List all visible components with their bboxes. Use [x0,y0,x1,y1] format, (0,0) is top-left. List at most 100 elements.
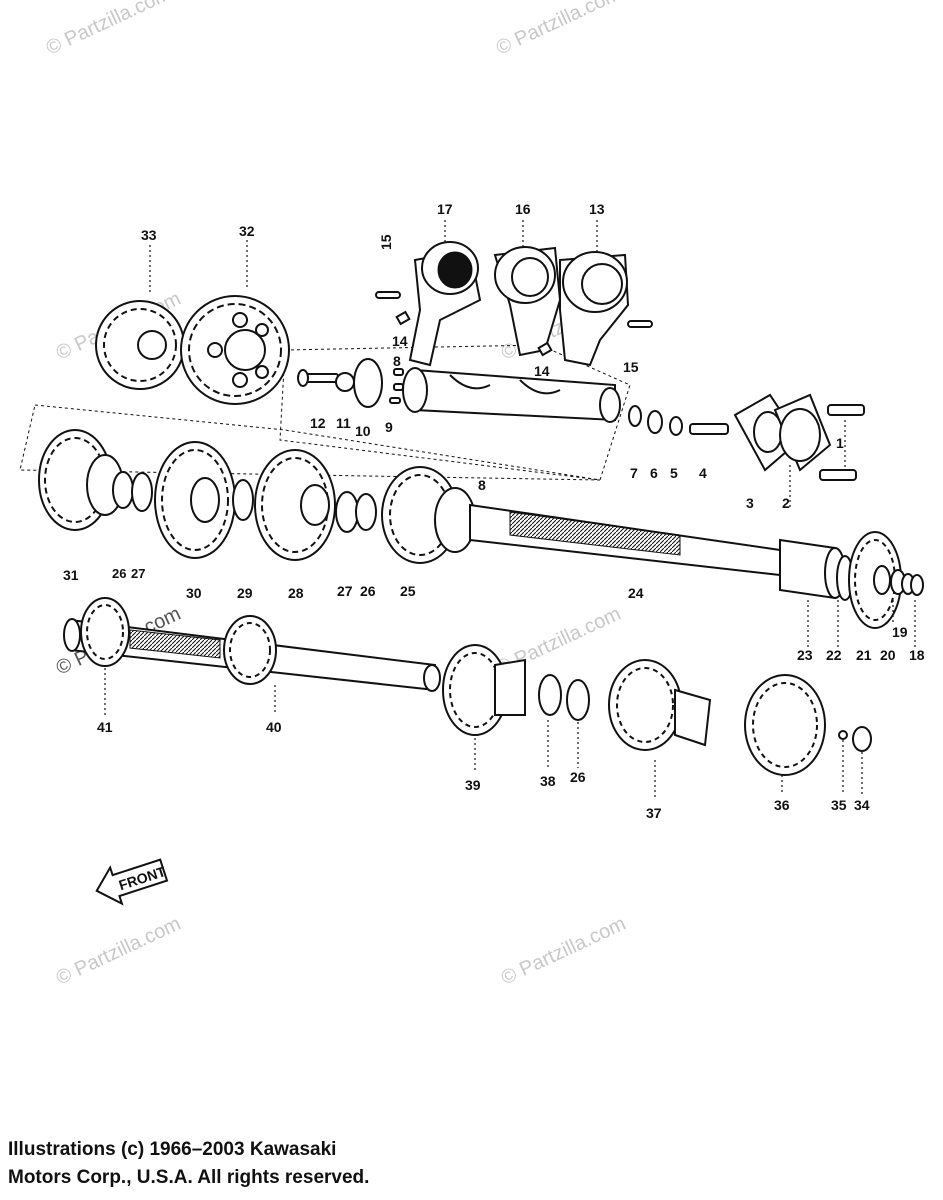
callout-13: 13 [589,201,605,217]
shift-drum-8 [402,367,621,423]
callout-3: 3 [746,495,754,511]
shift-fork-13 [559,251,630,367]
callout-26: 26 [112,566,126,581]
callout-34: 34 [854,797,870,813]
callout-12: 12 [310,415,326,431]
washer-6 [647,410,663,434]
callout-9: 9 [385,419,393,435]
callout-17: 17 [437,201,453,217]
callout-30: 30 [186,585,202,601]
callout-15: 15 [378,234,394,250]
copyright-line-1: Illustrations (c) 1966–2003 Kawasaki [8,1139,337,1160]
callout-5: 5 [670,465,678,481]
gear-31 [38,429,124,531]
cover-2 [773,393,832,472]
shift-drum-group-box [279,344,631,481]
callout-35: 35 [831,797,847,813]
ring-26 [112,471,134,509]
pin-14 [395,310,411,326]
watermark: © Partzilla.com [53,913,184,990]
callout-4: 4 [699,465,707,481]
callout-25: 25 [400,583,416,599]
output-shaft-24 [469,503,781,577]
gear-33 [95,300,185,390]
callout-22: 22 [826,647,842,663]
screw-1 [827,404,865,416]
pin-15 [627,320,653,328]
gear-40 [223,615,277,685]
callout-15b: 15 [623,359,639,375]
copyright-notice: Illustrations (c) 1966–2003 Kawasaki Mot… [8,1136,369,1192]
watermark: © Partzilla.com [43,0,174,60]
gear-39 [442,644,526,736]
washer-38 [538,674,562,716]
callout-labels: 1 2 3 4 5 6 7 8 8 9 10 11 12 13 14 14 15… [63,201,925,821]
leader-lines [104,220,916,800]
collar-23 [779,538,846,600]
pin-plate-11 [335,372,355,392]
callout-18: 18 [909,647,925,663]
ring-26b [355,493,377,531]
callout-19: 19 [892,624,908,640]
callout-8b: 8 [478,477,486,493]
gear-25 [381,466,476,564]
pin-15 [375,291,401,299]
bushing-29 [232,479,254,521]
callout-40: 40 [266,719,282,735]
ball-35 [838,730,848,740]
callout-41: 41 [97,719,113,735]
callout-2: 2 [782,495,790,511]
callout-20: 20 [880,647,896,663]
ring-26c [566,679,590,721]
pin-14 [537,341,553,357]
callout-1: 1 [836,435,844,451]
washer-5 [669,416,683,436]
gear-36 [744,674,826,776]
front-arrow: FRONT [95,858,169,906]
callout-32: 32 [239,223,255,239]
callout-14: 14 [392,333,408,349]
shift-fork-17 [408,241,482,367]
pin-8 [393,368,404,376]
callout-6: 6 [650,465,658,481]
callout-7: 7 [630,465,638,481]
callout-11: 11 [336,415,351,431]
bolt-12 [297,369,339,387]
washer-7 [628,405,642,427]
callout-8: 8 [393,353,401,369]
output-shaft-group-box [19,404,601,481]
callout-21: 21 [856,647,872,663]
cam-10 [353,358,383,408]
callout-10: 10 [355,423,371,439]
gear-37 [608,659,712,751]
callout-26b: 26 [360,583,376,599]
copyright-line-2: Motors Corp., U.S.A. All rights reserved… [8,1167,370,1188]
callout-37: 37 [646,805,662,821]
callout-23: 23 [797,647,813,663]
pin-9 [389,397,401,404]
pin-8b [393,383,404,391]
callout-36: 36 [774,797,790,813]
gear-41 [80,597,130,667]
plug-34 [852,726,872,752]
watermark: © Partzilla.com [498,913,629,990]
callout-39: 39 [465,777,481,793]
callout-26c: 26 [570,769,586,785]
callout-27: 27 [131,566,145,581]
callout-38: 38 [540,773,556,789]
callout-24: 24 [628,585,644,601]
nut-18 [910,574,924,596]
callout-14b: 14 [534,363,550,379]
callout-29: 29 [237,585,253,601]
gear-30 [154,441,236,559]
callout-27b: 27 [337,583,353,599]
screw-1b [819,469,857,481]
callout-28: 28 [288,585,304,601]
gear-28 [254,449,336,561]
bolt-4 [689,423,729,435]
callout-33: 33 [141,227,157,243]
watermark: © Partzilla.com [493,0,624,60]
ring-27 [131,472,153,512]
ring-27b [335,491,359,533]
